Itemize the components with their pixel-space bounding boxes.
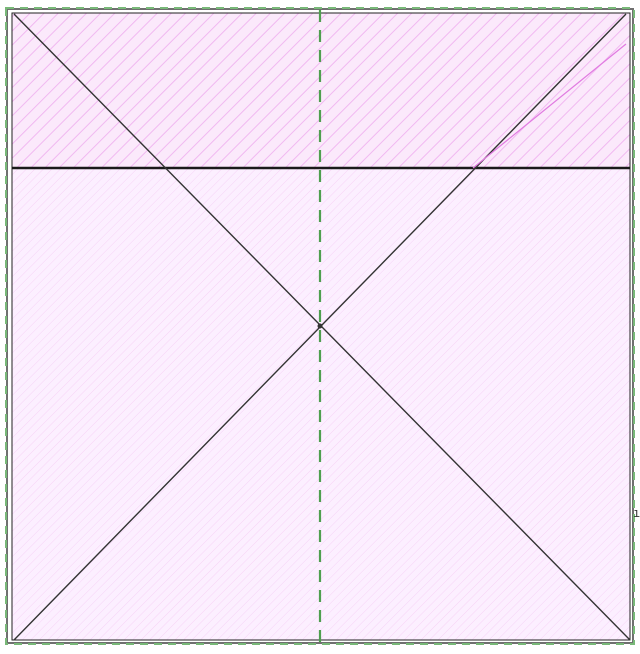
stray-edge-mark: ı	[633, 506, 640, 520]
center-point-marker	[317, 323, 323, 329]
magenta-accent-line	[472, 43, 627, 169]
outer-frame-green-dash	[5, 7, 635, 645]
